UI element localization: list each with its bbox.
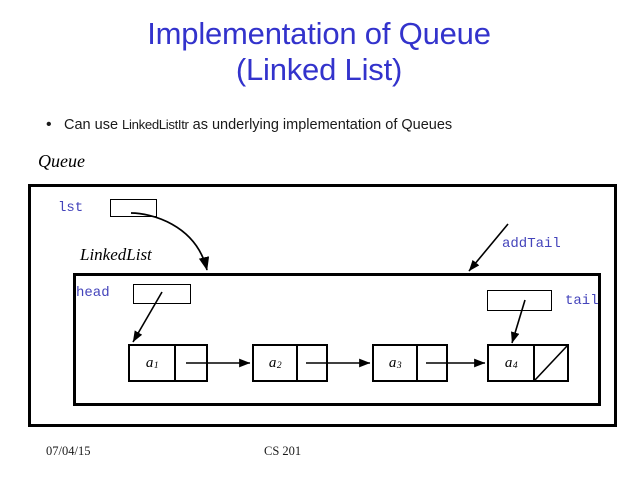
node-null-link-cell [535, 346, 567, 380]
title-line-2: (Linked List) [235, 52, 403, 87]
node-index: 1 [153, 361, 159, 371]
page-title: Implementation of Queue (Linked List) [0, 16, 638, 88]
footer-date: 07/04/15 [46, 444, 91, 458]
title-line-1: Implementation of Queue [147, 16, 491, 51]
node-value: a [388, 354, 397, 371]
node-value: a [145, 354, 154, 371]
queue-label: Queue [38, 151, 85, 171]
add-tail-label: addTail [502, 236, 561, 252]
tail-label: tail [565, 293, 599, 309]
head-pointer-cell [133, 284, 191, 304]
node-index: 4 [512, 361, 518, 371]
node-link-cell [418, 346, 446, 380]
node-link-cell [176, 346, 206, 380]
footer-course: CS 201 [264, 444, 302, 458]
head-label: head [76, 285, 110, 301]
queue-object-box [28, 184, 617, 427]
node-index: 3 [396, 361, 402, 371]
node-link-cell [298, 346, 326, 380]
tail-pointer-cell [487, 290, 552, 311]
lst-label: lst [58, 200, 84, 216]
node-value: a [268, 354, 277, 371]
bullet-text-after: as underlying implementation of Queues [188, 117, 453, 133]
bullet-list-item: • Can use LinkedListItr as underlying imp… [46, 116, 626, 134]
node-index: 2 [276, 361, 282, 371]
bullet-marker: • [46, 116, 52, 133]
lst-pointer-cell [110, 199, 157, 217]
bullet-code-term: LinkedListItr [122, 117, 189, 132]
bullet-text-before: Can use [64, 117, 123, 133]
linkedlist-object-box [73, 273, 601, 406]
node-value: a [504, 354, 513, 371]
